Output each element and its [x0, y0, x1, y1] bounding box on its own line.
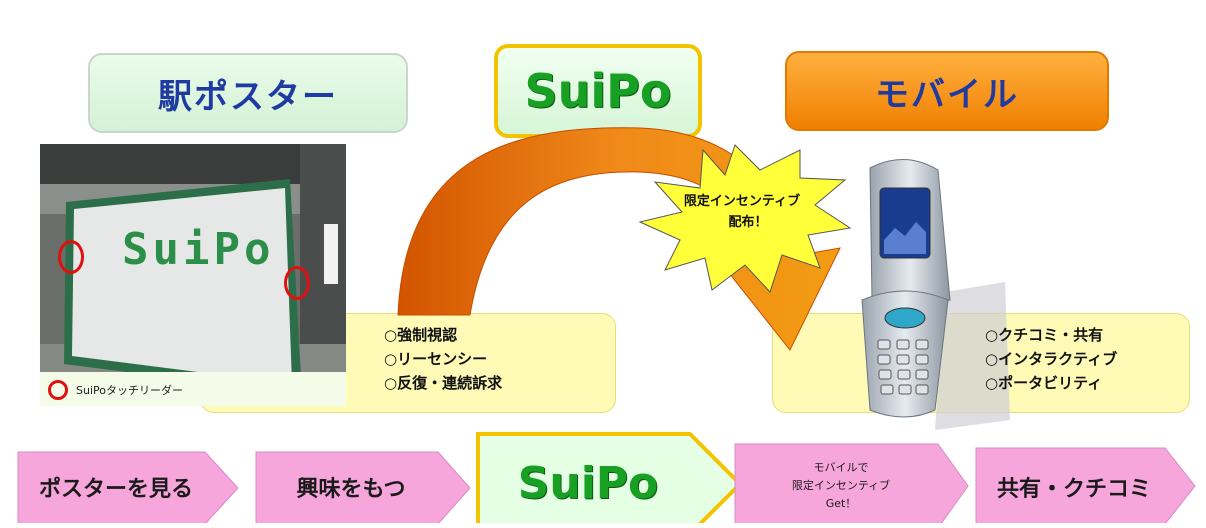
- mobile-title: モバイル: [785, 51, 1109, 131]
- mobile-feature: ○ポータビリティ: [985, 374, 1103, 392]
- poster-feature: ○反復・連続訴求: [384, 374, 503, 392]
- flow-step-4-line: Get！: [825, 497, 857, 510]
- mobile-feature: ○インタラクティブ: [985, 350, 1118, 368]
- flow-chevrons: [17, 432, 1196, 523]
- starburst-shape: [638, 144, 852, 293]
- mobile-feature: ○クチコミ・共有: [985, 326, 1104, 344]
- flow-step-3-label: SuiPo: [517, 457, 659, 509]
- flow-step-4-line: 限定インセンティブ: [791, 479, 891, 492]
- mobile-features-list: ○クチコミ・共有 ○インタラクティブ ○ポータビリティ: [985, 323, 1117, 395]
- starburst-line2: 配布！: [728, 214, 767, 230]
- station-poster-photo: SuiPo: [40, 144, 346, 406]
- flow-step-5-label: 共有・クチコミ: [996, 477, 1151, 502]
- flow-step-5-shape: [975, 447, 1196, 523]
- flow-step-4-label: モバイルで 限定インセンティブ Get！: [735, 444, 947, 528]
- flow-step-4-line: モバイルで: [813, 461, 869, 474]
- touch-reader-marker-right: [284, 266, 310, 300]
- flow-step-2-label: 興味をもつ: [296, 477, 406, 502]
- starburst-line1: 限定インセンティブ: [684, 193, 800, 209]
- photo-caption-strip: SuiPoタッチリーダー: [40, 372, 346, 406]
- flow-step-1-label: ポスターを見る: [38, 477, 193, 502]
- circle-marker-icon: [48, 380, 68, 400]
- flow-step-4-shape: [734, 443, 969, 523]
- poster-feature: ○強制視認: [384, 326, 458, 344]
- station-poster-title: 駅ポスター: [88, 53, 408, 133]
- mobile-phone-icon: [861, 159, 951, 418]
- touch-reader-marker-left: [58, 240, 84, 274]
- poster-suipo-text: SuiPo: [122, 224, 275, 275]
- photo-caption: SuiPoタッチリーダー: [76, 384, 183, 397]
- poster-feature: ○リーセンシー: [384, 350, 488, 368]
- flow-step-1-shape: [17, 451, 239, 523]
- flow-step-2-shape: [255, 451, 471, 523]
- poster-features-list: ○強制視認 ○リーセンシー ○反復・連続訴求: [384, 323, 502, 395]
- flow-step-3-shape: [476, 432, 743, 523]
